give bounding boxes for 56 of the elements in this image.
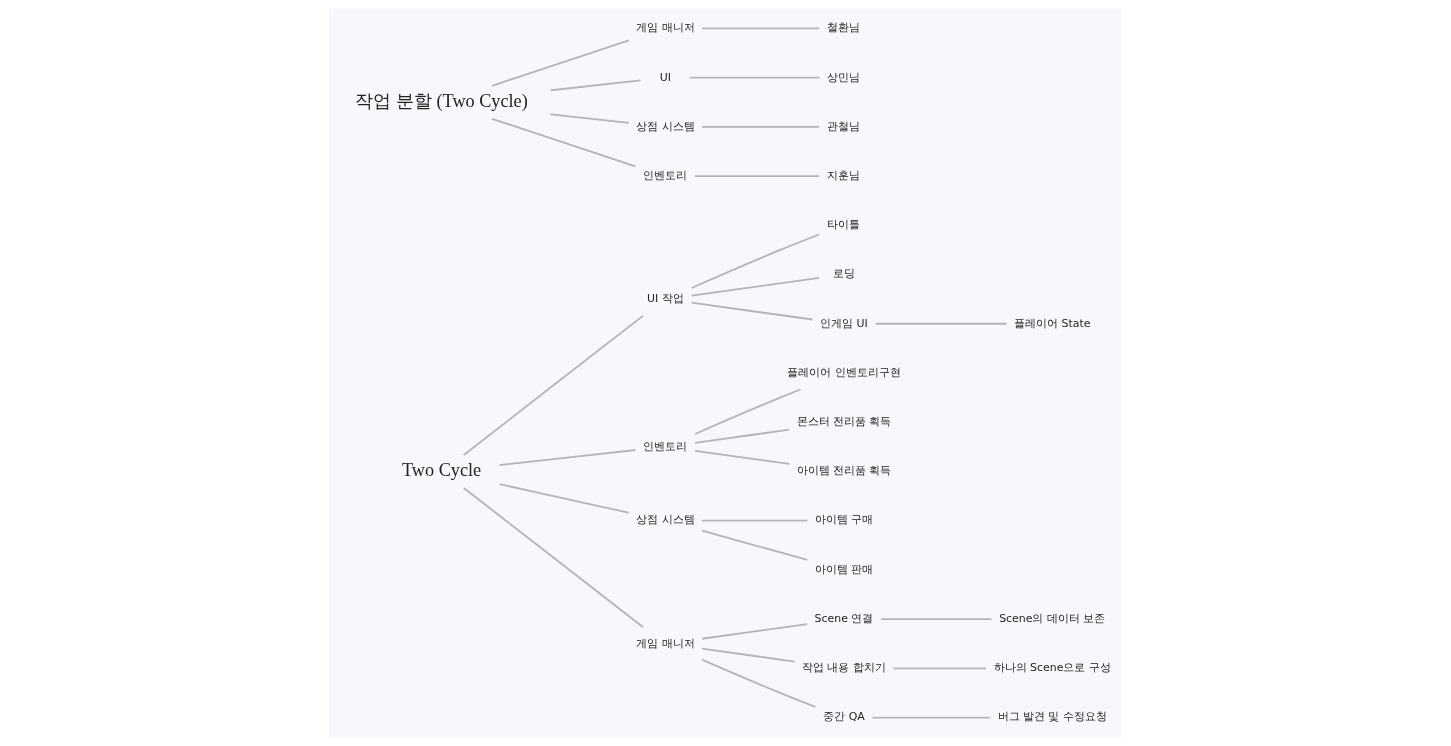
connector (549, 79, 642, 92)
connector (491, 39, 630, 87)
node-text: 몬스터 전리품 획득 (796, 415, 892, 429)
node-text: 상민님 (827, 70, 861, 84)
node-text: 게임 매니저 (636, 21, 695, 35)
node-text: 인벤토리 (643, 439, 688, 453)
node-text: 관철님 (827, 119, 861, 133)
connector (694, 449, 791, 465)
connector (701, 623, 808, 640)
node-text: 상점 시스템 (636, 513, 695, 527)
node-text: 철환님 (827, 21, 861, 35)
connector (701, 647, 796, 663)
connector (694, 428, 791, 444)
node-text: Scene의 데이터 보존 (999, 611, 1106, 625)
node-text: Two Cycle (401, 460, 482, 480)
connector (892, 667, 987, 670)
node-text: 작업 분할 (Two Cycle) (355, 90, 528, 111)
node-text: UI (659, 70, 671, 84)
node-text: 하나의 Scene으로 구성 (993, 661, 1111, 675)
connector (498, 483, 630, 514)
node-text: 중간 QA (823, 710, 865, 724)
node-text: 아이템 구매 (814, 513, 874, 527)
connector (498, 449, 637, 467)
node-text: 아이템 전리품 획득 (796, 464, 892, 478)
node-text: 게임 매니저 (636, 636, 695, 650)
node-text: 인벤토리 (643, 168, 688, 182)
connector (871, 716, 991, 719)
node-text: 버그 발견 및 수정요청 (997, 710, 1107, 724)
connector (690, 301, 814, 321)
node-text: 플레이어 인벤토리구현 (787, 365, 901, 379)
node-text: 인게임 UI (820, 316, 868, 330)
connector (694, 175, 821, 178)
node-text: 아이템 판매 (814, 562, 874, 576)
connector (690, 276, 821, 297)
connector (701, 529, 809, 561)
connector (701, 126, 821, 128)
connector (462, 314, 645, 456)
connector (694, 388, 802, 435)
node-text: 상점 시스템 (636, 119, 695, 133)
connector (549, 113, 630, 124)
node-text: UI 작업 (647, 291, 684, 305)
node-text: 플레이어 State (1014, 316, 1091, 330)
connector (701, 519, 809, 522)
connector (690, 233, 820, 289)
connector (689, 76, 821, 79)
node-text: 작업 내용 합치기 (802, 661, 886, 675)
node-text: 지훈님 (827, 168, 861, 182)
connector (491, 117, 637, 168)
connector (874, 322, 1008, 325)
connector (701, 27, 821, 30)
connector (701, 658, 817, 708)
node-text: 로딩 (832, 267, 855, 281)
node-text: Scene 연결 (814, 611, 874, 625)
connector (880, 618, 993, 620)
connector (462, 487, 645, 629)
node-text: 타이틀 (827, 218, 861, 232)
